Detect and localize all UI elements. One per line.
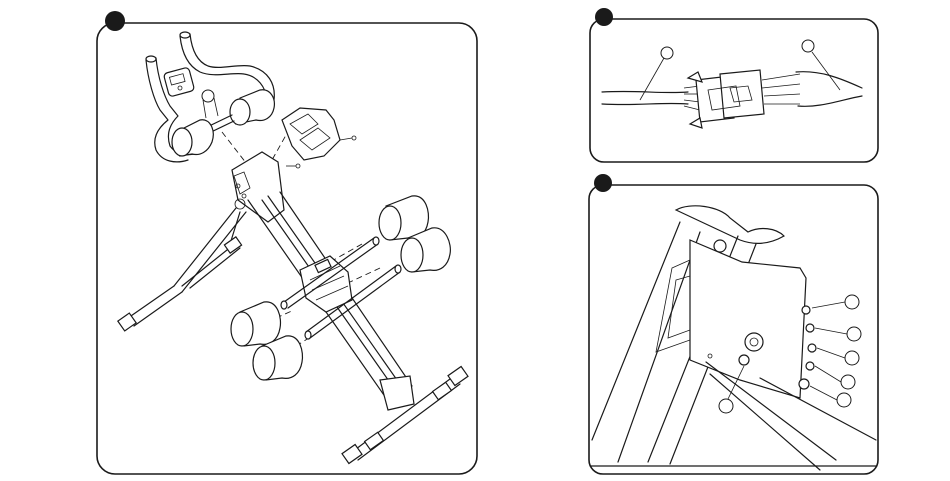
callout-bubble: [837, 393, 851, 407]
adjustment-panel: [589, 174, 878, 474]
adjustment-hole: [806, 324, 814, 332]
callout-bubble: [719, 399, 733, 413]
step-marker-connector: [595, 8, 613, 26]
callout-bubble: [841, 375, 855, 389]
adjustment-pin: [799, 379, 809, 389]
main-assembly-panel: [97, 11, 477, 474]
adjustment-hole: [806, 362, 814, 370]
callout-bubble: [661, 47, 673, 59]
adjustment-hole: [808, 344, 816, 352]
adjustment-hole: [802, 306, 810, 314]
connector-plug-right: [720, 70, 764, 118]
pivot-bolt: [745, 333, 763, 351]
step-marker-adjustment: [594, 174, 612, 192]
step-marker-main: [105, 11, 125, 31]
callout-bubble: [802, 40, 814, 52]
callout-bubble: [845, 295, 859, 309]
callout-bubble: [847, 327, 861, 341]
callout-bubble: [845, 351, 859, 365]
callout-bubble: [202, 90, 214, 102]
cable-connector-panel: [590, 8, 878, 162]
